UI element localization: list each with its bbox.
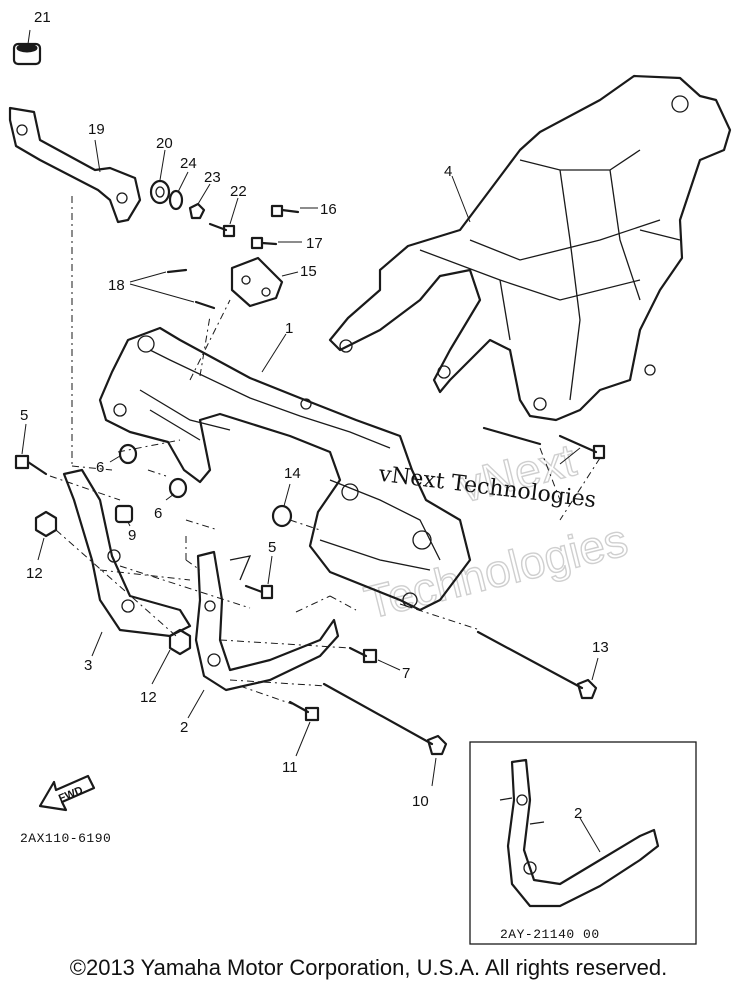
part-1-main-frame: [98, 326, 472, 612]
part-13-long-bolt: [476, 630, 599, 700]
callout-23: 23: [204, 169, 221, 186]
part-16-bolt: [270, 204, 318, 218]
part-6-bushing-b: [165, 477, 188, 501]
callout-9: 9: [128, 527, 136, 544]
part-7-bolt: [348, 646, 401, 671]
callout-15: 15: [300, 263, 317, 280]
callout-16: 16: [320, 201, 337, 218]
part-10-long-bolt: [322, 682, 448, 787]
callout-11: 11: [282, 759, 298, 776]
copyright-notice: ©2013 Yamaha Motor Corporation, U.S.A. A…: [69, 955, 668, 980]
callout-12-left: 12: [26, 565, 43, 582]
inset-code: 2AY-21140 00: [500, 927, 600, 942]
part-14-nut: [271, 483, 293, 528]
part-5-bolt-left: [14, 423, 48, 476]
part-4-rear-frame: [328, 74, 732, 422]
callout-21: 21: [34, 9, 51, 26]
inset-detail: 2AY-21140 00: [469, 741, 697, 945]
part-17-bolt: [250, 236, 302, 250]
part-24-washer: [168, 171, 189, 211]
callout-2-inset: 2: [574, 805, 582, 822]
callout-20: 20: [156, 135, 173, 152]
part-12-nut-center: [151, 628, 192, 685]
callout-labels: 1 2 3 4 5 5 6 6 7 9 10 11 12 12 13 14 15…: [20, 9, 609, 822]
callout-18: 18: [108, 277, 125, 294]
callout-22: 22: [230, 183, 247, 200]
callout-6-a: 6: [96, 459, 104, 476]
callout-24: 24: [180, 155, 197, 172]
callout-1: 1: [285, 320, 293, 337]
callout-4: 4: [444, 163, 452, 180]
watermark-ghost-line-2: Technologies: [359, 513, 632, 628]
callout-5-center: 5: [268, 539, 276, 556]
part-12-nut-left: [34, 510, 58, 561]
part-20-collar: [149, 149, 171, 205]
callout-6-b: 6: [154, 505, 162, 522]
part-18-pins: [129, 268, 216, 310]
diagram-code: 2AX110-6190: [20, 831, 111, 846]
callout-12-center: 12: [140, 689, 157, 706]
callout-17: 17: [306, 235, 323, 252]
part-6-bushing-a: [109, 443, 138, 465]
assembly-lines: [49, 196, 601, 705]
part-21-bushing: [12, 29, 42, 66]
watermark-ghost: vNext Technologies: [359, 433, 634, 630]
part-3-down-tube: [62, 468, 192, 657]
callout-13: 13: [592, 639, 609, 656]
rear-bolts: [482, 426, 606, 465]
callout-2: 2: [180, 719, 188, 736]
part-23-nut: [188, 183, 211, 220]
callout-5-left: 5: [20, 407, 28, 424]
part-11-bolt: [288, 700, 320, 757]
part-22-bolt: [208, 197, 239, 238]
callout-10: 10: [412, 793, 429, 810]
fwd-arrow-icon: FWD: [38, 774, 96, 812]
part-5-bolt-center: [244, 555, 274, 600]
callout-3: 3: [84, 657, 92, 674]
part-19-bracket: [8, 106, 142, 224]
part-2-down-tube: [187, 550, 340, 719]
callout-14: 14: [284, 465, 301, 482]
part-15-plate: [230, 256, 299, 308]
part-9-bushing: [114, 504, 134, 527]
callout-7: 7: [402, 665, 410, 682]
callout-19: 19: [88, 121, 105, 138]
